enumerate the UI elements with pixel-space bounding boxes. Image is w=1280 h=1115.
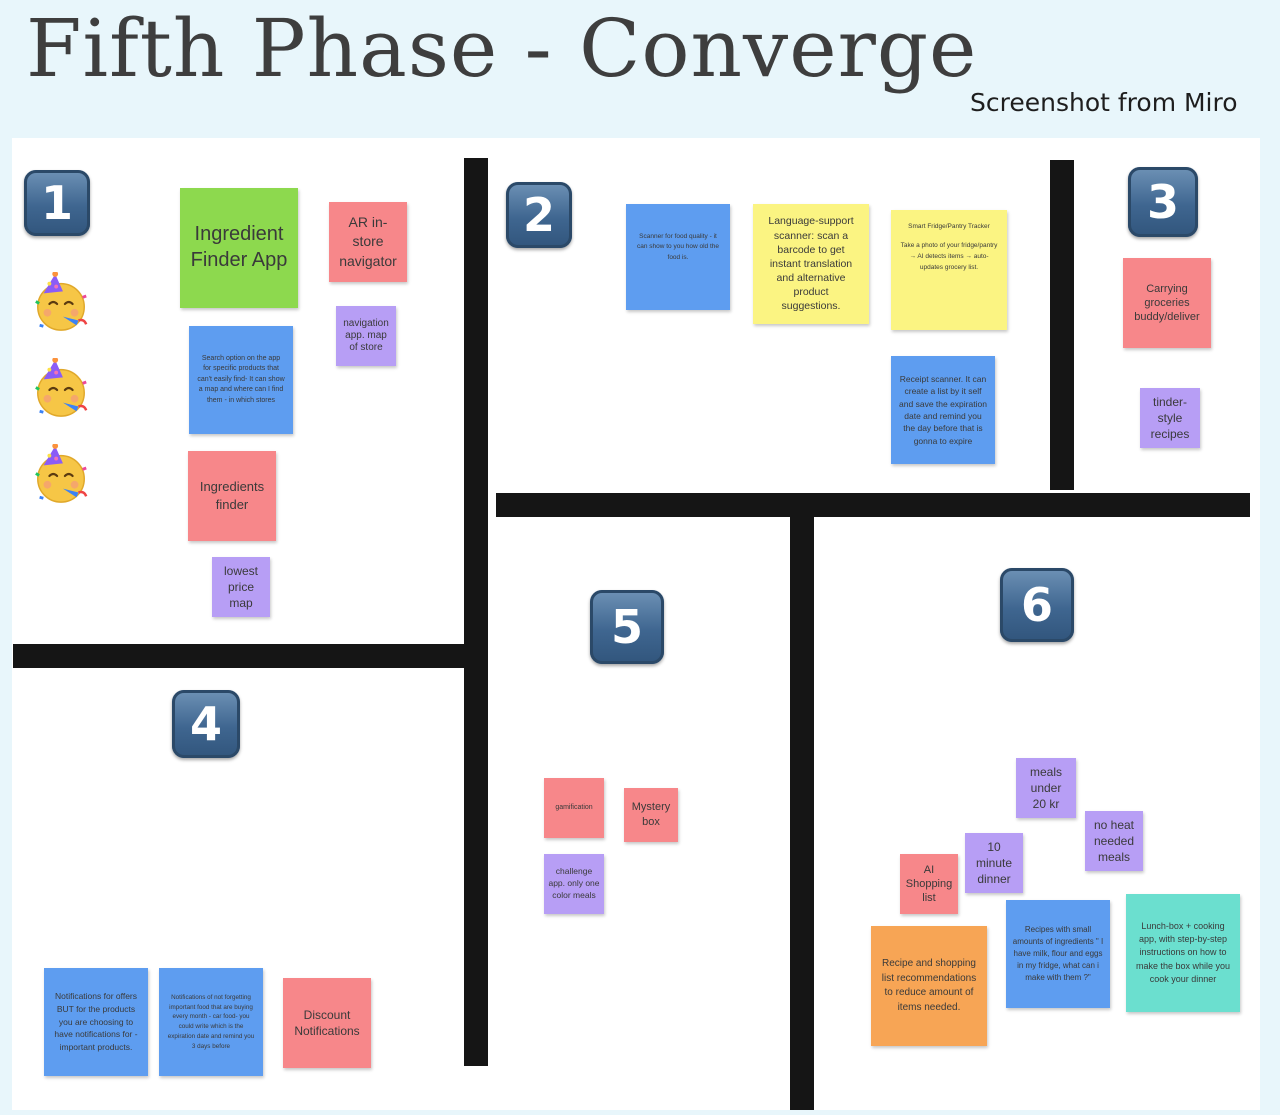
sticky-note-lowest-price-map[interactable]: lowest price map: [212, 557, 270, 617]
sticky-note-tinder-recipes[interactable]: tinder-style recipes: [1140, 388, 1200, 448]
divider-vertical-middle-bottom: [790, 516, 814, 1110]
sticky-note-mystery-box[interactable]: Mystery box: [624, 788, 678, 842]
sticky-note-recipe-shopping[interactable]: Recipe and shopping list recommendations…: [871, 926, 987, 1046]
sticky-note-no-heat-meals[interactable]: no heat needed meals: [1085, 811, 1143, 871]
sticky-note-ingredient-finder-app[interactable]: Ingredient Finder App: [180, 188, 298, 308]
divider-horizontal-left: [13, 644, 465, 668]
sticky-note-meals-under-20kr[interactable]: meals under 20 kr: [1016, 758, 1076, 818]
section-6-badge: 6: [1000, 568, 1074, 642]
section-3-badge: 3: [1128, 167, 1198, 237]
sticky-note-ingredients-finder[interactable]: Ingredients finder: [188, 451, 276, 541]
sticky-note-ten-minute-dinner[interactable]: 10 minute dinner: [965, 833, 1023, 893]
sticky-note-recipes-small-amounts[interactable]: Recipes with small amounts of ingredient…: [1006, 900, 1110, 1008]
sticky-note-lunch-box[interactable]: Lunch-box + cooking app, with step-by-st…: [1126, 894, 1240, 1012]
divider-vertical-right-top: [1050, 160, 1074, 490]
sticky-note-notifications-forgetting[interactable]: Notifications of not forgetting importan…: [159, 968, 263, 1076]
sticky-note-navigation-map[interactable]: navigation app. map of store: [336, 306, 396, 366]
sticky-note-ar-navigator[interactable]: AR in-store navigator: [329, 202, 407, 282]
sticky-note-receipt-scanner[interactable]: Receipt scanner. It can create a list by…: [891, 356, 995, 464]
sticky-note-carrying-groceries[interactable]: Carrying groceries buddy/deliver: [1123, 258, 1211, 348]
sticky-note-ai-shopping-list[interactable]: AI Shopping list: [900, 854, 958, 914]
section-2-badge: 2: [506, 182, 572, 248]
sticky-note-gamification[interactable]: gamification: [544, 778, 604, 838]
divider-horizontal-right: [496, 493, 1250, 517]
divider-vertical-left: [464, 158, 488, 1066]
section-4-badge: 4: [172, 690, 240, 758]
smart-fridge-title: Smart Fridge/Pantry Tracker: [908, 223, 990, 230]
smart-fridge-body: Take a photo of your fridge/pantry → AI …: [900, 242, 998, 271]
page-title: Fifth Phase - Converge: [26, 2, 978, 95]
partying-face-icon: [30, 358, 92, 420]
sticky-note-discount-notifications[interactable]: Discount Notifications: [283, 978, 371, 1068]
sticky-note-challenge-app[interactable]: challenge app. only one color meals: [544, 854, 604, 914]
sticky-note-smart-fridge-tracker[interactable]: Smart Fridge/Pantry Tracker Take a photo…: [891, 210, 1007, 330]
sticky-note-scanner-food-quality[interactable]: Scanner for food quality - it can show t…: [626, 204, 730, 310]
sticky-note-language-scanner[interactable]: Language-support scanner: scan a barcode…: [753, 204, 869, 324]
partying-face-icon: [30, 272, 92, 334]
sticky-note-search-option[interactable]: Search option on the app for specific pr…: [189, 326, 293, 434]
section-1-badge: 1: [24, 170, 90, 236]
partying-face-icon: [30, 444, 92, 506]
section-5-badge: 5: [590, 590, 664, 664]
sticky-note-notifications-offers[interactable]: Notifications for offers BUT for the pro…: [44, 968, 148, 1076]
miro-board[interactable]: 1 2 3 4 5 6 Ingredient Finder App AR in-…: [12, 138, 1260, 1110]
page-subtitle: Screenshot from Miro: [970, 88, 1238, 117]
